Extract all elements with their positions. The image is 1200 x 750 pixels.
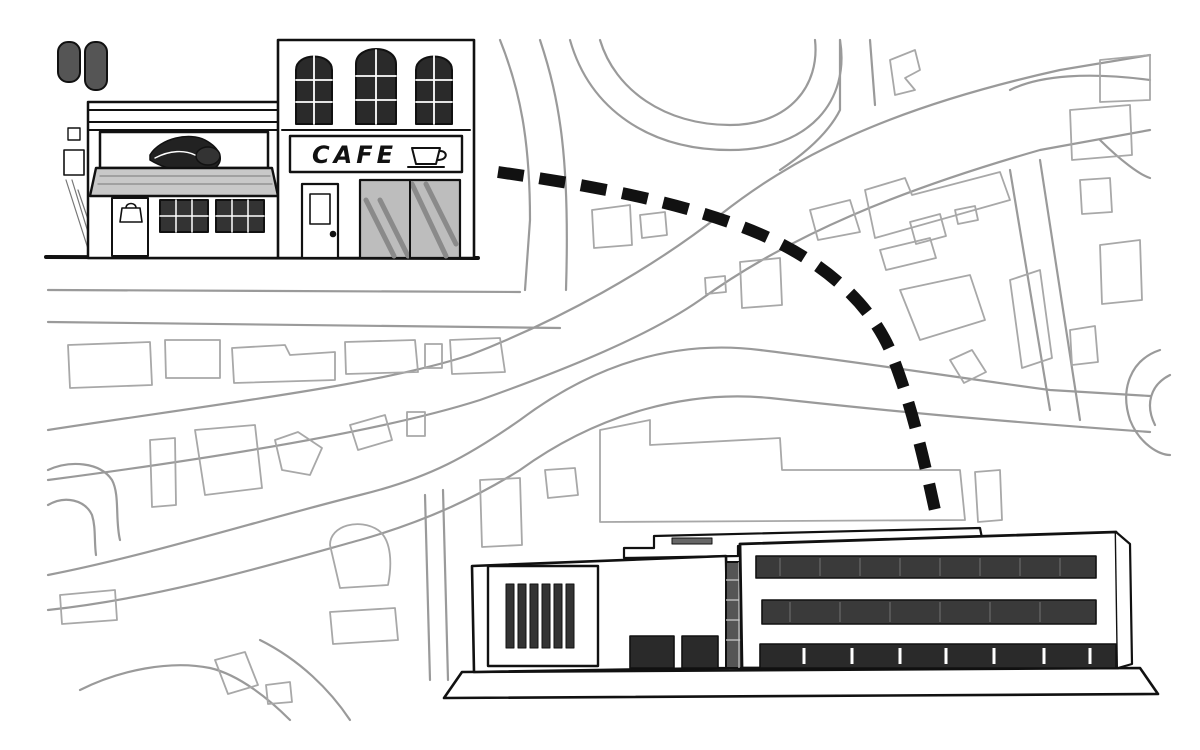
block <box>739 257 783 309</box>
block <box>274 431 323 476</box>
roundabout-inner <box>1148 373 1172 427</box>
block <box>344 339 419 375</box>
block <box>194 424 263 496</box>
lane-south-center <box>258 638 352 722</box>
storefronts: CAFE <box>44 38 480 260</box>
block <box>329 607 399 645</box>
window-grid <box>295 49 453 125</box>
cafe-door-knob <box>329 230 337 238</box>
ground-columns <box>802 648 1092 664</box>
block <box>479 477 523 548</box>
block <box>329 523 392 589</box>
block <box>424 343 443 369</box>
block <box>349 414 393 451</box>
block <box>67 341 153 389</box>
roof-vent <box>671 537 713 545</box>
clam-icon <box>149 135 221 173</box>
block <box>1079 177 1113 215</box>
block <box>59 589 118 625</box>
shop-building <box>86 100 283 260</box>
north-street-a <box>498 38 532 292</box>
shop-roof-trim <box>87 109 283 131</box>
block <box>599 419 966 523</box>
vertical-street-left-edge <box>423 493 432 682</box>
upper-window <box>84 41 108 91</box>
block <box>406 411 426 437</box>
right-wing-side <box>1115 531 1134 670</box>
main-road-north-edge <box>46 288 522 294</box>
building-base <box>442 666 1160 700</box>
block <box>954 205 979 225</box>
upper-window <box>57 41 81 83</box>
block <box>1099 54 1151 103</box>
destination-office-building <box>442 526 1160 700</box>
boulevard-upper-edge <box>46 53 1152 432</box>
window-band-lower <box>761 599 1097 625</box>
ground-window <box>629 635 675 669</box>
east-street-b <box>1008 168 1052 412</box>
band-texture <box>779 558 1061 622</box>
north-street-d <box>868 38 877 107</box>
east-street-a <box>1038 158 1082 422</box>
block <box>544 467 579 499</box>
avenue-upper-edge <box>46 346 1152 577</box>
window-band-ground <box>759 643 1117 669</box>
west-curve-inner <box>46 498 98 557</box>
block <box>1069 104 1133 161</box>
shopping-bag-icon <box>119 202 143 223</box>
block <box>149 437 177 508</box>
block <box>214 651 259 695</box>
cafe-arched-windows <box>295 48 453 125</box>
block <box>1069 325 1099 366</box>
shop-awning <box>88 166 280 198</box>
street-map <box>46 38 1172 722</box>
block <box>231 344 336 384</box>
block <box>164 339 221 379</box>
lamp-icon <box>63 149 85 176</box>
boulevard-lower-edge <box>46 128 1152 482</box>
block <box>879 237 937 271</box>
glass-reflection <box>363 181 459 259</box>
vertical-street-right-edge <box>441 488 450 682</box>
block <box>639 211 668 239</box>
window-mullions <box>159 199 209 233</box>
block <box>909 213 947 245</box>
window-mullions <box>215 199 265 233</box>
block <box>704 275 727 295</box>
vertical-window-strips <box>505 583 575 649</box>
glass-tower-grid <box>726 562 752 668</box>
lane-north-east <box>1008 74 1152 92</box>
block <box>1099 239 1143 305</box>
north-loop-inner <box>598 38 817 127</box>
coffee-cup-icon <box>407 147 447 168</box>
cafe-door-window <box>309 193 331 225</box>
awning-shading <box>97 175 273 185</box>
block <box>974 469 1003 523</box>
route-dashed-line <box>497 166 942 517</box>
north-street-b <box>538 38 568 292</box>
ground-window <box>681 635 719 669</box>
block <box>864 171 1011 239</box>
block <box>899 274 986 341</box>
block <box>1009 269 1053 369</box>
building-footprints <box>59 49 1151 705</box>
block <box>809 199 861 241</box>
window-band-upper <box>755 555 1097 579</box>
roundabout <box>1125 348 1172 457</box>
block <box>265 681 293 705</box>
block <box>591 204 633 249</box>
north-street-c <box>778 38 842 172</box>
main-road-south-edge <box>46 320 562 330</box>
left-building-edge <box>57 41 108 256</box>
block <box>449 337 506 375</box>
cafe-sign-text: CAFE <box>312 141 397 169</box>
lamp-icon <box>67 127 81 141</box>
cafe-building: CAFE <box>276 38 476 260</box>
west-curve-outer <box>46 463 122 542</box>
block <box>949 349 987 384</box>
lane-east <box>1098 138 1152 180</box>
block <box>889 49 921 96</box>
north-loop-outer <box>568 38 843 152</box>
